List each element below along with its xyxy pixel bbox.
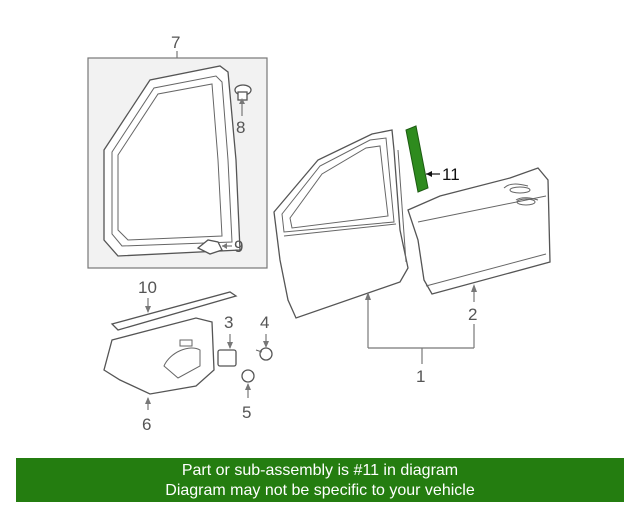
part-label-5[interactable]: 5 (242, 403, 251, 422)
part-label-1[interactable]: 1 (416, 367, 425, 386)
part-1-door-shell (273, 129, 409, 319)
part-label-9[interactable]: 9 (234, 237, 243, 256)
part-10-belt-molding (110, 291, 238, 331)
part-6-trim-panel (103, 317, 215, 410)
part-label-10[interactable]: 10 (138, 278, 157, 297)
info-banner: Part or sub-assembly is #11 in diagram D… (16, 458, 624, 502)
part-label-11[interactable]: 11 (442, 165, 460, 184)
part-3-clip (217, 334, 237, 367)
banner-line-2: Diagram may not be specific to your vehi… (165, 482, 475, 499)
part-7-group: 7 8 9 (87, 33, 268, 269)
part-label-6[interactable]: 6 (142, 415, 151, 434)
weatherstrip-inner (111, 75, 233, 247)
part-label-7[interactable]: 7 (171, 33, 180, 52)
part-9-clip (196, 239, 232, 255)
leaders-1-2 (365, 284, 477, 364)
part-5-grommet (241, 369, 255, 398)
part-label-8[interactable]: 8 (236, 118, 245, 137)
part-label-2[interactable]: 2 (468, 305, 477, 324)
banner-line-1: Part or sub-assembly is #11 in diagram (181, 462, 459, 479)
part-4-screw (255, 334, 273, 361)
part-label-4[interactable]: 4 (260, 313, 269, 332)
part-11-strip[interactable] (405, 125, 440, 193)
weatherstrip-outer (103, 65, 241, 257)
part-label-3[interactable]: 3 (224, 313, 233, 332)
part-2-outer-panel (407, 167, 551, 295)
part-8-clip (234, 84, 252, 116)
